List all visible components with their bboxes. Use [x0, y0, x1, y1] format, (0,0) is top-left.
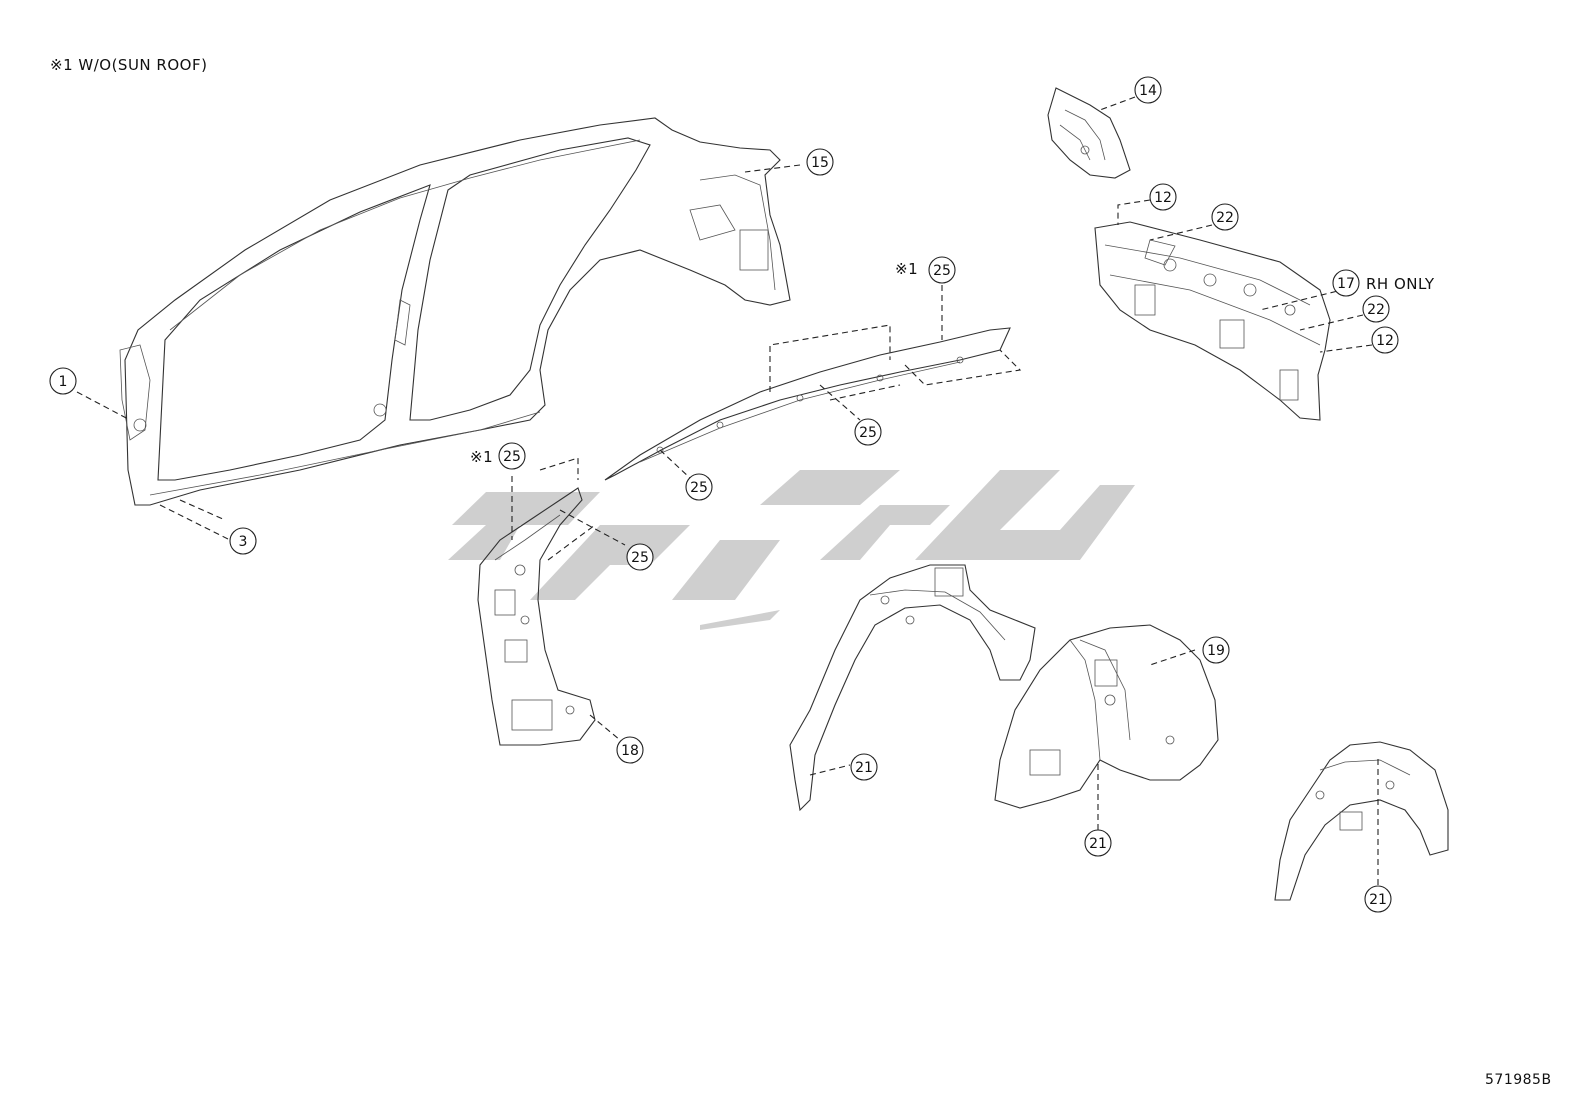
callout-22-bottom-label: 22: [1367, 302, 1385, 318]
callout-12-top-label: 12: [1154, 190, 1172, 206]
callout-17: 17: [1332, 269, 1360, 297]
callout-25-mid-label: 25: [690, 480, 708, 496]
callout-18: 18: [616, 736, 644, 764]
part-14-bracket: [1047, 87, 1131, 179]
header-note: ※1 W/O(SUN ROOF): [50, 56, 208, 74]
part-19-wheelhouse-outer: [994, 624, 1219, 809]
callout-19: 19: [1202, 636, 1230, 664]
callout-25-mid: 25: [685, 473, 713, 501]
callout-22-bottom: 22: [1362, 295, 1390, 323]
callout-25-pillar: 25: [626, 543, 654, 571]
side-outer-panel: [119, 117, 791, 506]
callout-21-left: 21: [850, 753, 878, 781]
callout-25-pillar-label: 25: [631, 550, 649, 566]
callout-12-bottom: 12: [1371, 326, 1399, 354]
roof-rail-parts: [604, 327, 1011, 481]
callout-25-pillar-top: 25: [498, 442, 526, 470]
leader-lines: [76, 96, 1379, 885]
part-21-wheelhouse-right: [1274, 741, 1449, 901]
rh-only-note: RH ONLY: [1366, 275, 1435, 293]
variant-mark-25d: ※1: [470, 448, 493, 466]
callout-15: 15: [806, 148, 834, 176]
callout-21-right-label: 21: [1369, 892, 1387, 908]
callout-12-bottom-label: 12: [1376, 333, 1394, 349]
variant-mark-25a: ※1: [895, 260, 918, 278]
callout-21-left-label: 21: [855, 760, 873, 776]
watermark-logo: [448, 470, 1135, 630]
callout-14-label: 14: [1139, 83, 1157, 99]
callout-21-center-label: 21: [1089, 836, 1107, 852]
callout-18-label: 18: [621, 743, 639, 759]
diagram-code: 571985B: [1485, 1072, 1552, 1088]
callout-21-center: 21: [1084, 829, 1112, 857]
callout-21-right: 21: [1364, 885, 1392, 913]
callout-3-label: 3: [239, 534, 248, 550]
part-18-pillar: [477, 487, 596, 746]
rear-panel-assembly: [1094, 221, 1331, 421]
callout-17-label: 17: [1337, 276, 1355, 292]
callout-25-pillar-top-label: 25: [503, 449, 521, 465]
callout-25-top: 25: [928, 256, 956, 284]
callout-1-label: 1: [59, 374, 68, 390]
callout-3: 3: [229, 527, 257, 555]
callout-25-rail: 25: [854, 418, 882, 446]
callout-22-top-label: 22: [1216, 210, 1234, 226]
callout-12-top: 12: [1149, 183, 1177, 211]
callout-19-label: 19: [1207, 643, 1225, 659]
callout-14: 14: [1134, 76, 1162, 104]
callout-22-top: 22: [1211, 203, 1239, 231]
callout-25-rail-label: 25: [859, 425, 877, 441]
callout-25-top-label: 25: [933, 263, 951, 279]
part-21-wheelhouse-left: [789, 564, 1036, 812]
callout-15-label: 15: [811, 155, 829, 171]
callout-1: 1: [49, 367, 77, 395]
